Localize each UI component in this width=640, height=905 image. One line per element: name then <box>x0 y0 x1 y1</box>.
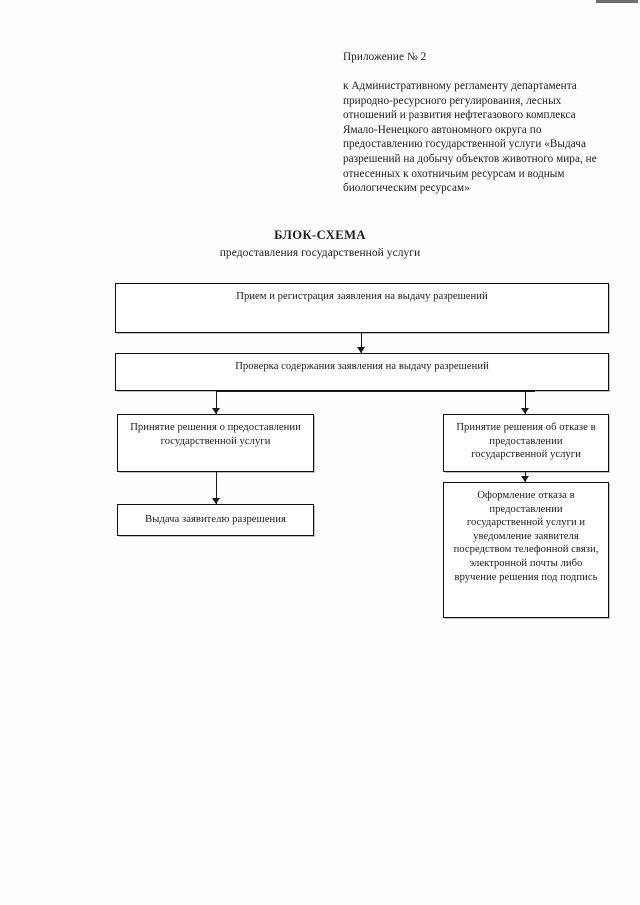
connector-approve-to-issue <box>216 472 217 504</box>
flow-node-review: Проверка содержания заявления на выдачу … <box>115 353 609 391</box>
page-subtitle: предоставления государственной услуги <box>219 247 421 259</box>
flow-node-refusal-formalization: Оформление отказа в предоставлении госуд… <box>443 482 609 618</box>
arrow-head-icon <box>212 408 220 414</box>
page-title: БЛОК-СХЕМА <box>274 228 366 242</box>
connector-intake-to-review <box>361 333 362 353</box>
connector-split-to-refuse <box>525 391 526 414</box>
flow-node-issue-permit: Выдача заявителю разрешения <box>117 504 314 536</box>
flow-node-intake: Прием и регистрация заявления на выдачу … <box>115 283 609 333</box>
arrow-head-icon <box>212 498 220 504</box>
arrow-head-icon <box>357 347 365 353</box>
appendix-label: Приложение № 2 <box>343 51 427 63</box>
flow-node-approve-decision: Принятие решения о предоставлении госуда… <box>117 414 314 472</box>
connector-split-to-approve <box>216 391 217 414</box>
arrow-head-icon <box>521 476 529 482</box>
flow-node-refusal-decision: Принятие решения об отказе в предоставле… <box>443 414 609 472</box>
document-header: Приложение № 2 к Административному регла… <box>343 50 611 196</box>
arrow-head-icon <box>521 408 529 414</box>
scan-artifact-mark <box>596 0 638 3</box>
regulation-reference-text: к Административному регламенту департаме… <box>343 80 597 195</box>
connector-split-rail <box>217 391 535 392</box>
